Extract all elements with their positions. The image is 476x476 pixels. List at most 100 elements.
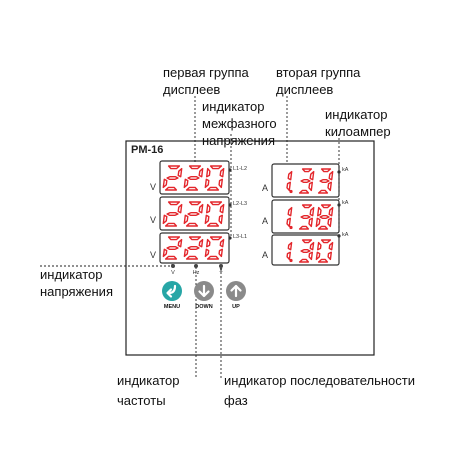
right-display-2-segment xyxy=(286,217,291,228)
left-display-3-digit xyxy=(204,236,225,260)
down-button-label: DOWN xyxy=(195,304,213,310)
right-display-2-segment xyxy=(328,206,334,217)
callout-phase-seq: индикатор последовательности фаз xyxy=(224,373,415,408)
edge-dots xyxy=(228,168,341,240)
right-display-1-segment xyxy=(319,179,330,183)
left-display-2-segment xyxy=(167,201,181,206)
left-display-3-segment xyxy=(164,255,178,260)
left-display-2-segment xyxy=(177,203,183,214)
down-arrow-icon xyxy=(198,284,210,298)
right-display-2-segment xyxy=(315,217,321,228)
left-display-3-segment xyxy=(209,236,223,241)
phase-label-2: L2-L3 xyxy=(233,201,248,207)
left-display-3-segment xyxy=(219,238,225,248)
unit-label-right-2: A xyxy=(261,216,268,226)
left-display-3-segment xyxy=(177,238,183,248)
left-display-2-segment xyxy=(187,212,200,216)
menu-button[interactable] xyxy=(162,281,182,301)
left-display-1-segment xyxy=(183,178,189,189)
right-display-1-segment xyxy=(328,170,334,181)
left-display-3-segment xyxy=(218,248,223,258)
callout-interphase: индикатор межфазного напряжения xyxy=(202,99,277,148)
left-display-2-segment xyxy=(198,203,204,214)
edge-dot xyxy=(337,170,341,174)
left-display-1-digit xyxy=(162,165,183,191)
right-display-1-segment xyxy=(320,168,332,173)
left-display-1-segment xyxy=(206,186,220,191)
led-label-phase-seq: ⊻ xyxy=(218,268,224,274)
unit-label-right-1: A xyxy=(261,183,268,193)
right-display-1-decimal-point xyxy=(289,189,293,194)
unit-label-left-1: V xyxy=(149,182,156,192)
right-display-3-decimal-point xyxy=(289,258,293,263)
status-leds xyxy=(171,264,223,268)
left-display-3-segment xyxy=(185,255,199,260)
left-display-2-segment xyxy=(183,214,189,225)
right-display-3-segment xyxy=(315,251,321,261)
right-display-2-segment xyxy=(301,204,313,209)
left-display-2-digit xyxy=(183,201,204,227)
left-display-3-segment xyxy=(166,246,179,250)
left-display-2-segment xyxy=(188,201,202,206)
right-display-3-segment xyxy=(327,251,332,261)
menu-arrow-icon xyxy=(166,284,177,298)
right-display-3-digit xyxy=(315,239,334,263)
callout-voltage: индикатор напряжения xyxy=(40,267,113,299)
left-display-3-segment xyxy=(206,255,220,260)
callout-frequency: индикатор частоты xyxy=(117,373,180,408)
device-model: PM-16 xyxy=(131,144,164,156)
left-display-1-segment xyxy=(188,165,202,170)
left-display-3-segment xyxy=(167,236,181,241)
left-display-2-segment xyxy=(204,214,210,225)
left-display-1-segment xyxy=(162,178,168,189)
left-display-1-segment xyxy=(209,165,223,170)
menu-button-label: MENU xyxy=(163,304,181,310)
left-display-1-segment xyxy=(218,178,223,189)
segment-digits xyxy=(162,165,334,263)
left-display-2-segment xyxy=(218,214,223,225)
up-button[interactable] xyxy=(226,281,246,301)
phase-label-1: L1-L2 xyxy=(233,166,248,172)
right-display-2-segment xyxy=(327,217,332,228)
right-display-3-segment xyxy=(287,241,293,251)
down-button[interactable] xyxy=(194,281,214,301)
callout-first-group: первая группа дисплеев xyxy=(163,65,249,97)
right-display-1-segment xyxy=(327,181,332,192)
left-display-1-segment xyxy=(219,167,225,178)
edge-dot xyxy=(228,236,232,240)
right-display-3-segment xyxy=(308,251,313,261)
left-display-1-segment xyxy=(164,186,178,191)
left-display-3-digit xyxy=(162,236,183,260)
ka-label-1: kA xyxy=(342,167,349,173)
left-display-2-digit xyxy=(162,201,183,227)
right-display-3-segment xyxy=(317,258,329,263)
ka-label-2: kA xyxy=(342,200,349,206)
right-display-3-segment xyxy=(317,241,322,251)
right-display-2-segment xyxy=(319,215,330,219)
left-display-2-segment xyxy=(219,203,225,214)
edge-dot xyxy=(337,234,341,238)
right-display-2-segment xyxy=(287,206,293,217)
right-display-1-segment xyxy=(309,170,315,181)
unit-label-left-2: V xyxy=(149,215,156,225)
right-display-1-digit xyxy=(286,170,293,192)
right-display-3-digit xyxy=(298,239,315,263)
left-display-2-segment xyxy=(206,203,211,214)
left-display-3-segment xyxy=(206,238,211,248)
left-display-2-segment xyxy=(185,222,199,227)
edge-dot xyxy=(228,203,232,207)
led-frequency xyxy=(194,264,198,268)
right-display-2-segment xyxy=(317,206,322,217)
left-display-2-segment xyxy=(209,201,223,206)
edge-dot xyxy=(228,168,232,172)
left-display-3-digit xyxy=(183,236,204,260)
right-display-3-segment xyxy=(300,249,311,253)
right-display-1-segment xyxy=(301,168,313,173)
up-arrow-icon xyxy=(230,284,242,298)
right-display-3-segment xyxy=(309,241,315,251)
unit-label-left-3: V xyxy=(149,250,156,260)
right-display-1-segment xyxy=(317,189,329,194)
right-display-2-segment xyxy=(309,206,315,217)
callout-second-group: вторая группа дисплеев xyxy=(276,65,361,97)
